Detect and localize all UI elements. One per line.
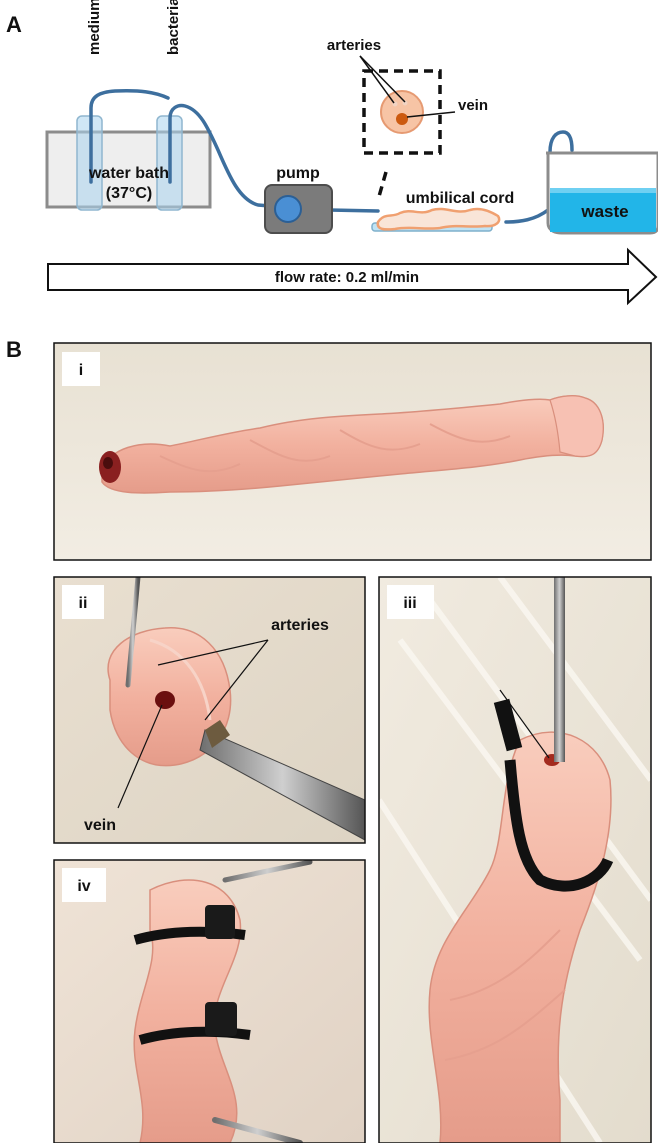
photo-iii-tag: iii: [403, 595, 416, 612]
flow-rate-label: flow rate: 0.2 ml/min: [275, 269, 419, 286]
pump-label: pump: [276, 165, 320, 182]
photo-ii-tag: ii: [79, 595, 88, 612]
vein-opening-ii: [155, 691, 175, 709]
photo-ii-arteries-label: arteries: [271, 617, 329, 634]
photo-ii: ii arteries vein: [54, 577, 365, 843]
cord-cross-section: [381, 91, 423, 133]
photo-iv-tag: iv: [77, 878, 90, 895]
panel-a-letter: A: [6, 12, 22, 37]
vein-dot: [396, 113, 408, 125]
panel-b-letter: B: [6, 337, 22, 362]
medium-label: medium: [86, 0, 103, 55]
pump-rotor: [275, 196, 301, 222]
photo-i: i: [54, 343, 651, 560]
water-bath-label: water bath: [88, 165, 169, 182]
umbilical-cord-label: umbilical cord: [406, 190, 514, 207]
inset-connector: [378, 172, 386, 200]
photo-iii: iii: [379, 577, 651, 1143]
arteries-label: arteries: [327, 37, 381, 54]
photo-iv: iv: [54, 860, 365, 1143]
waste-label: waste: [580, 202, 628, 221]
waste-liquid-surface: [550, 188, 656, 193]
photo-i-tag: i: [79, 362, 83, 379]
water-bath-temp-label: (37°C): [106, 185, 152, 202]
photo-ii-vein-label: vein: [84, 817, 116, 834]
bacteria-label: bacteria: [165, 0, 182, 55]
umbilical-cord-shape: [378, 209, 499, 230]
cannula-iii: [554, 577, 565, 762]
vein-label: vein: [458, 97, 488, 114]
